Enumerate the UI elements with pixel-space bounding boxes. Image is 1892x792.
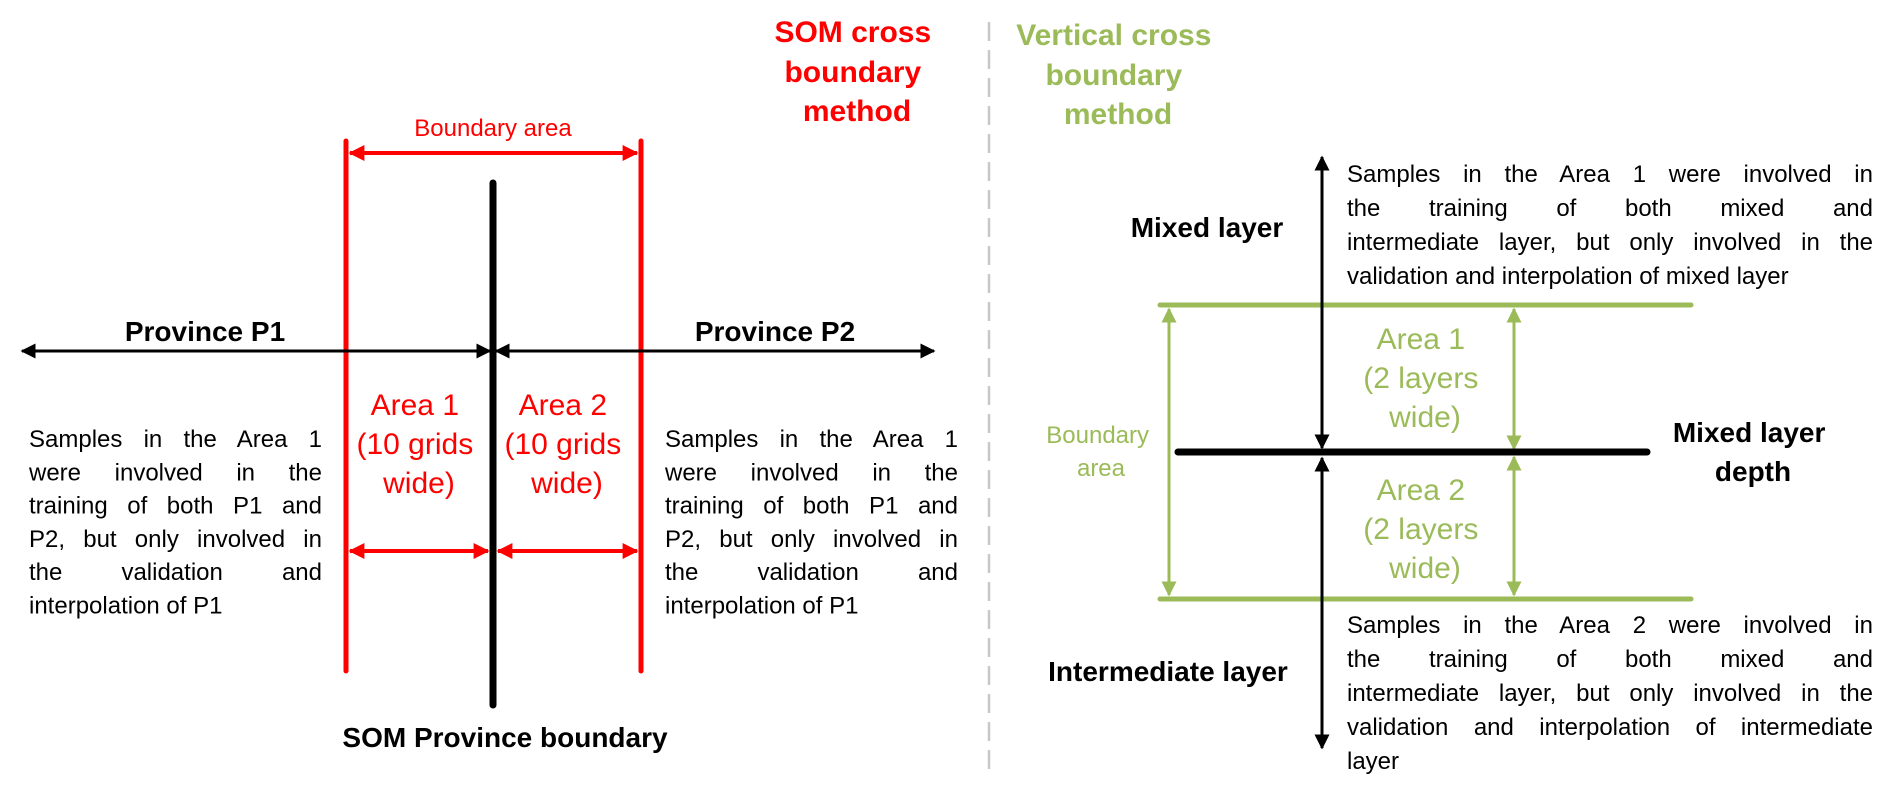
note-line: P2, but only involved in [665, 526, 958, 553]
area-label-line: Area 1 [1377, 323, 1465, 356]
som-title-line: boundary [784, 56, 921, 89]
intermediate-layer-label: Intermediate layer [1048, 656, 1288, 687]
note-line: the validation and [665, 559, 958, 586]
province-p1-label: Province P1 [125, 316, 285, 347]
mixed-layer-label: Mixed layer [1131, 212, 1284, 243]
note-line: Samples in the Area 1 were involved in [1347, 161, 1873, 188]
note-line: the training of both mixed and [1347, 646, 1873, 673]
area-label-line: Area 2 [1377, 474, 1465, 507]
note-line: were involved in the [664, 459, 958, 486]
province-p2-label: Province P2 [695, 316, 855, 347]
note-line: Samples in the Area 1 [665, 426, 958, 453]
note-line: the training of both mixed and [1347, 195, 1873, 222]
som-title-line: SOM cross [774, 16, 931, 49]
som-province-boundary-label: SOM Province boundary [342, 722, 668, 753]
vertical-boundary-area-label: Boundary area [1046, 422, 1155, 482]
som-area2-label: Area 2 (10 grids wide) [504, 389, 629, 500]
note-line: interpolation of P1 [29, 593, 222, 620]
note-line: validation and interpolation of mixed la… [1347, 263, 1789, 290]
area-label-line: (10 grids [504, 428, 621, 461]
note-line: validation and interpolation of intermed… [1347, 714, 1873, 741]
note-line: Samples in the Area 2 were involved in [1347, 612, 1873, 639]
area-label-line: wide) [1388, 552, 1461, 585]
boundary-area-line: area [1077, 455, 1126, 482]
note-line: training of both P1 and [29, 493, 322, 520]
note-line: training of both P1 and [665, 493, 958, 520]
note-line: layer [1347, 748, 1399, 775]
area-label-line: (2 layers [1363, 513, 1478, 546]
vertical-title-line: boundary [1045, 59, 1182, 92]
som-panel: SOM cross boundary method Boundary area … [20, 16, 958, 753]
vertical-area1-label: Area 1 (2 layers wide) [1363, 323, 1486, 434]
som-boundary-area-label: Boundary area [414, 115, 572, 142]
mld-label-line: depth [1715, 456, 1791, 487]
note-line: P2, but only involved in [29, 526, 322, 553]
vertical-title-line: Vertical cross [1016, 19, 1211, 52]
som-left-note: Samples in the Area 1 were involved in th… [28, 426, 322, 620]
som-right-note: Samples in the Area 1 were involved in th… [664, 426, 958, 620]
boundary-area-line: Boundary [1046, 422, 1149, 449]
area-label-line: wide) [382, 467, 455, 500]
area-label-line: wide) [1388, 401, 1461, 434]
som-panel-title: SOM cross boundary method [774, 16, 939, 128]
som-title-line: method [803, 95, 911, 128]
note-line: were involved in the [28, 459, 322, 486]
mld-label-line: Mixed layer [1673, 417, 1826, 448]
note-line: intermediate layer, but only involved in… [1347, 680, 1873, 707]
area-label-line: (10 grids [356, 428, 473, 461]
som-area1-label: Area 1 (10 grids wide) [356, 389, 481, 500]
area-label-line: (2 layers [1363, 362, 1478, 395]
note-line: the validation and [29, 559, 322, 586]
note-line: interpolation of P1 [665, 593, 858, 620]
vertical-title-line: method [1064, 98, 1172, 131]
note-line: intermediate layer, but only involved in… [1347, 229, 1873, 256]
area-label-line: Area 1 [371, 389, 459, 422]
vertical-panel: Vertical cross boundary method Mixed lay… [1016, 19, 1873, 775]
vertical-panel-title: Vertical cross boundary method [1016, 19, 1219, 131]
mixed-layer-depth-label: Mixed layer depth [1673, 417, 1833, 487]
vertical-area2-label: Area 2 (2 layers wide) [1363, 474, 1486, 585]
vertical-bottom-note: Samples in the Area 2 were involved in th… [1347, 612, 1873, 775]
vertical-top-note: Samples in the Area 1 were involved in th… [1347, 161, 1873, 290]
area-label-line: Area 2 [519, 389, 607, 422]
note-line: Samples in the Area 1 [29, 426, 322, 453]
area-label-line: wide) [530, 467, 603, 500]
